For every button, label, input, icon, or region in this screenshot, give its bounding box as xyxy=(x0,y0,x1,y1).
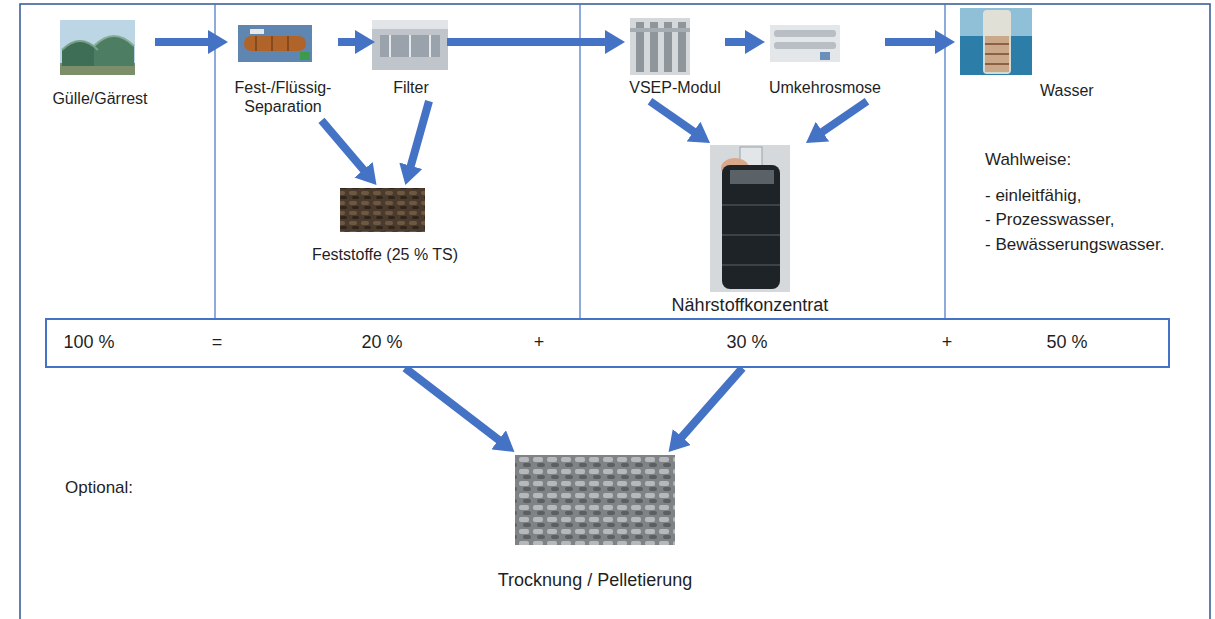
column-divider xyxy=(944,4,945,318)
separator-photo xyxy=(238,25,312,62)
process-step: Fest-/Flüssig- Separation xyxy=(228,15,338,120)
step-label: VSEP-Modul xyxy=(625,78,725,97)
operator-sign: + xyxy=(942,332,953,354)
flow-arrow xyxy=(650,101,697,134)
note-heading: Optional: xyxy=(65,478,133,498)
product-output: Nährstoffkonzentrat xyxy=(650,143,850,321)
share-value: 30 % xyxy=(726,332,767,354)
product-output: Feststoffe (25 % TS) xyxy=(300,185,470,268)
flow-arrow xyxy=(338,38,359,46)
step-label: Nährstoffkonzentrat xyxy=(650,295,850,317)
process-step: Umkehrosmose xyxy=(765,15,885,101)
concentrate-bottle-photo xyxy=(710,145,790,292)
flow-arrow xyxy=(819,101,867,134)
process-step: VSEP-Modul xyxy=(625,15,725,101)
step-label: Wasser xyxy=(1040,81,1110,100)
water-bottle-photo xyxy=(960,8,1032,75)
share-value: 50 % xyxy=(1046,332,1087,354)
column-divider xyxy=(214,4,215,318)
option-item: - Bewässerungswasser. xyxy=(985,235,1165,255)
step-label: Feststoffe (25 % TS) xyxy=(300,245,470,264)
biogas-plant-photo xyxy=(60,20,135,75)
optional-step: Trocknung / Pelletierung xyxy=(480,452,710,596)
option-item: - einleitfähig, xyxy=(985,186,1081,206)
flow-arrow xyxy=(447,38,609,46)
reverse-osmosis-photo xyxy=(770,25,840,62)
process-step: Filter xyxy=(375,15,447,101)
flow-arrow xyxy=(405,368,502,442)
product-output: Wasser xyxy=(955,15,1110,104)
frame-line xyxy=(20,4,1210,619)
step-label: Filter xyxy=(375,78,447,97)
operator-sign: + xyxy=(534,332,545,354)
step-label: Fest-/Flüssig- Separation xyxy=(228,78,338,116)
note-heading: Wahlweise: xyxy=(985,150,1071,170)
flow-arrow xyxy=(725,38,749,46)
share-value: 100 % xyxy=(63,332,114,354)
vsep-module-photo xyxy=(630,18,690,75)
option-item: - Prozesswasser, xyxy=(985,210,1114,230)
filter-photo xyxy=(372,20,448,70)
pellets-photo xyxy=(515,455,675,545)
column-divider xyxy=(579,4,580,318)
process-step: Gülle/Gärrest xyxy=(45,15,155,112)
flow-arrow xyxy=(885,38,939,46)
step-label: Trocknung / Pelletierung xyxy=(480,570,710,592)
step-label: Gülle/Gärrest xyxy=(45,89,155,108)
solids-photo xyxy=(340,188,425,232)
flow-arrow xyxy=(155,38,212,46)
operator-sign: = xyxy=(212,332,223,354)
flow-arrow xyxy=(410,101,429,169)
flow-arrow xyxy=(322,120,367,172)
mass-balance-band: 100 % = 20 % +30 % +50 % xyxy=(45,318,1170,368)
step-label: Umkehrosmose xyxy=(765,78,885,97)
flow-arrow xyxy=(679,368,742,440)
share-value: 20 % xyxy=(361,332,402,354)
